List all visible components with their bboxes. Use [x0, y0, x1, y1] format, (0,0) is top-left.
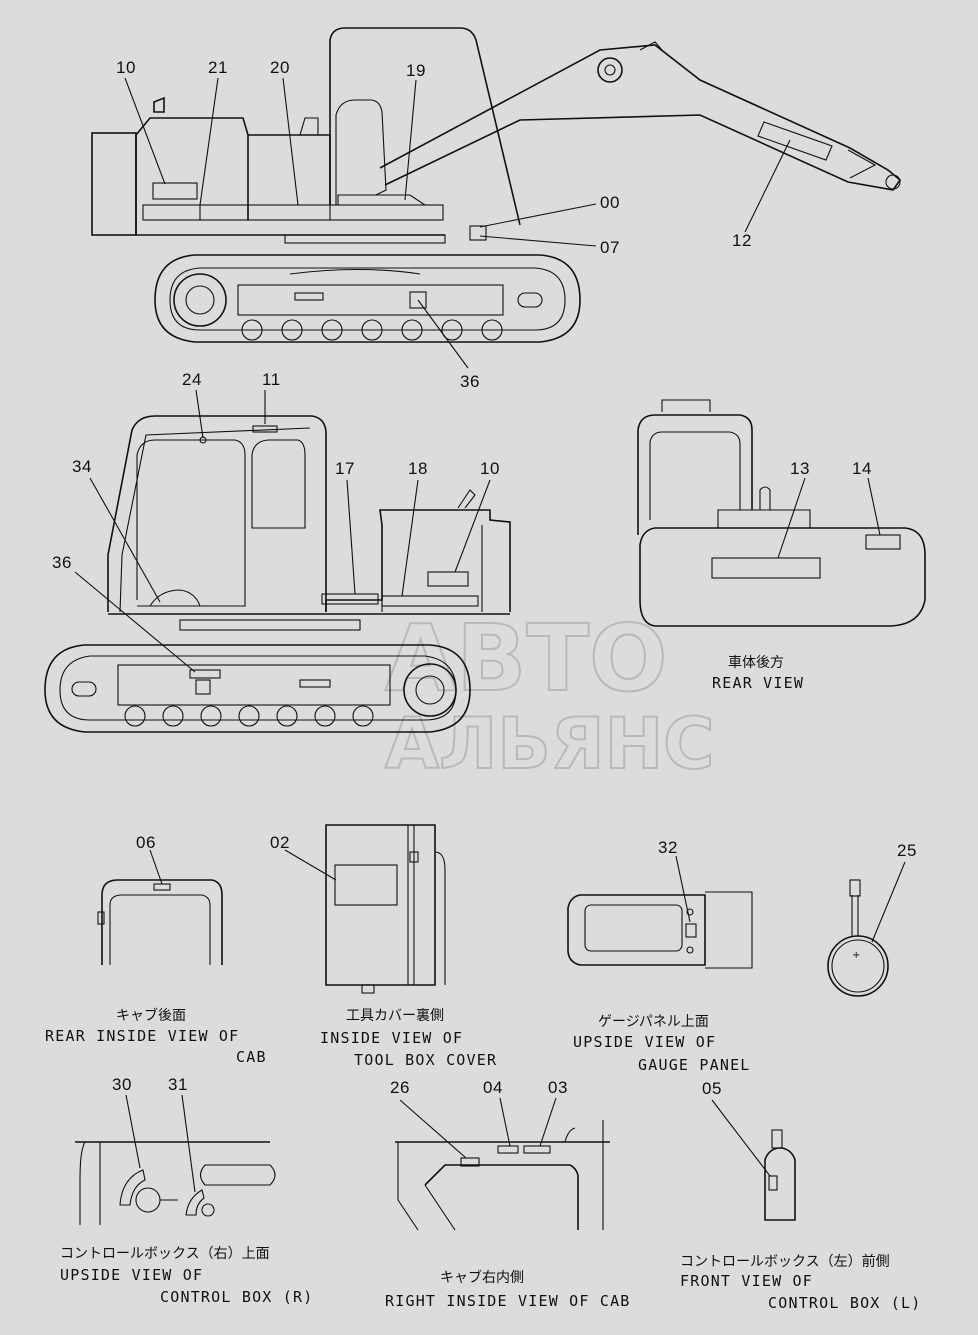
cab-right-inside-view — [395, 1097, 610, 1231]
callout-13: 13 — [790, 459, 810, 478]
callout-17: 17 — [335, 459, 355, 478]
caption-cab-right-en: RIGHT INSIDE VIEW OF CAB — [385, 1292, 631, 1310]
gauge-panel-view — [567, 855, 753, 969]
callout-21: 21 — [208, 58, 228, 77]
svg-text:+: + — [852, 950, 860, 961]
callout-36-top: 36 — [460, 372, 480, 391]
caption-cab-right-jp: キャブ右内側 — [440, 1269, 524, 1286]
watermark-line-2: АЛЬЯНС — [385, 703, 715, 785]
callout-24: 24 — [182, 370, 202, 389]
rear-view — [637, 399, 926, 627]
callout-26: 26 — [390, 1078, 410, 1097]
caption-ctrl-r-en1: UPSIDE VIEW OF — [60, 1266, 203, 1284]
watermark-line-1: АВТО — [385, 605, 667, 712]
caption-ctrl-r-en2: CONTROL BOX (R) — [160, 1288, 313, 1306]
callout-numbers: 10 21 20 19 00 07 12 36 24 11 34 17 18 1… — [52, 58, 917, 1098]
watermark: АВТО АЛЬЯНС — [384, 604, 716, 786]
caption-toolbox-en1: INSIDE VIEW OF — [320, 1029, 463, 1047]
caption-toolbox-en2: TOOL BOX COVER — [354, 1051, 497, 1069]
callout-04: 04 — [483, 1078, 503, 1097]
tool-box-cover-view — [284, 824, 446, 994]
callout-36-middle: 36 — [52, 553, 72, 572]
caption-ctrl-l-en2: CONTROL BOX (L) — [768, 1294, 921, 1312]
control-box-right-view — [75, 1094, 276, 1225]
excavator-left-view — [44, 389, 511, 733]
caption-ctrl-r-jp: コントロールボックス（右）上面 — [60, 1246, 270, 1262]
captions: 車体後方 REAR VIEW キャブ後面 REAR INSIDE VIEW OF… — [45, 654, 921, 1312]
callout-02: 02 — [270, 833, 290, 852]
caption-gauge-jp: ゲージパネル上面 — [598, 1014, 709, 1030]
callout-00: 00 — [600, 193, 620, 212]
cab-rear-inside-view — [97, 849, 223, 965]
callout-25: 25 — [897, 841, 917, 860]
caption-ctrl-l-jp: コントロールボックス（左）前側 — [680, 1253, 890, 1270]
callout-14: 14 — [852, 459, 872, 478]
caption-cab-rear-en1: REAR INSIDE VIEW OF — [45, 1027, 239, 1045]
callout-32: 32 — [658, 838, 678, 857]
callout-12: 12 — [732, 231, 752, 250]
callout-30: 30 — [112, 1075, 132, 1094]
caption-rear-view-jp: 車体後方 — [728, 654, 784, 671]
caption-rear-view-en: REAR VIEW — [712, 674, 804, 692]
callout-18: 18 — [408, 459, 428, 478]
callout-20: 20 — [270, 58, 290, 77]
caption-gauge-en1: UPSIDE VIEW OF — [573, 1033, 716, 1051]
callout-19: 19 — [406, 61, 426, 80]
callout-10-top: 10 — [116, 58, 136, 77]
caption-ctrl-l-en1: FRONT VIEW OF — [680, 1272, 813, 1290]
callout-05: 05 — [702, 1079, 722, 1098]
callout-10-middle: 10 — [480, 459, 500, 478]
caption-toolbox-jp: 工具カバー裏側 — [346, 1007, 444, 1024]
callout-34: 34 — [72, 457, 92, 476]
excavator-side-view — [91, 27, 902, 369]
callout-11: 11 — [262, 370, 281, 389]
caption-gauge-en2: GAUGE PANEL — [638, 1056, 751, 1074]
callout-31: 31 — [168, 1075, 188, 1094]
callout-03: 03 — [548, 1078, 568, 1097]
callout-06: 06 — [136, 833, 156, 852]
caption-cab-rear-jp: キャブ後面 — [116, 1007, 186, 1024]
control-box-left-view — [711, 1099, 796, 1221]
round-label-view: + — [827, 861, 906, 997]
callout-07: 07 — [600, 238, 620, 257]
caption-cab-rear-en2: CAB — [236, 1048, 267, 1066]
